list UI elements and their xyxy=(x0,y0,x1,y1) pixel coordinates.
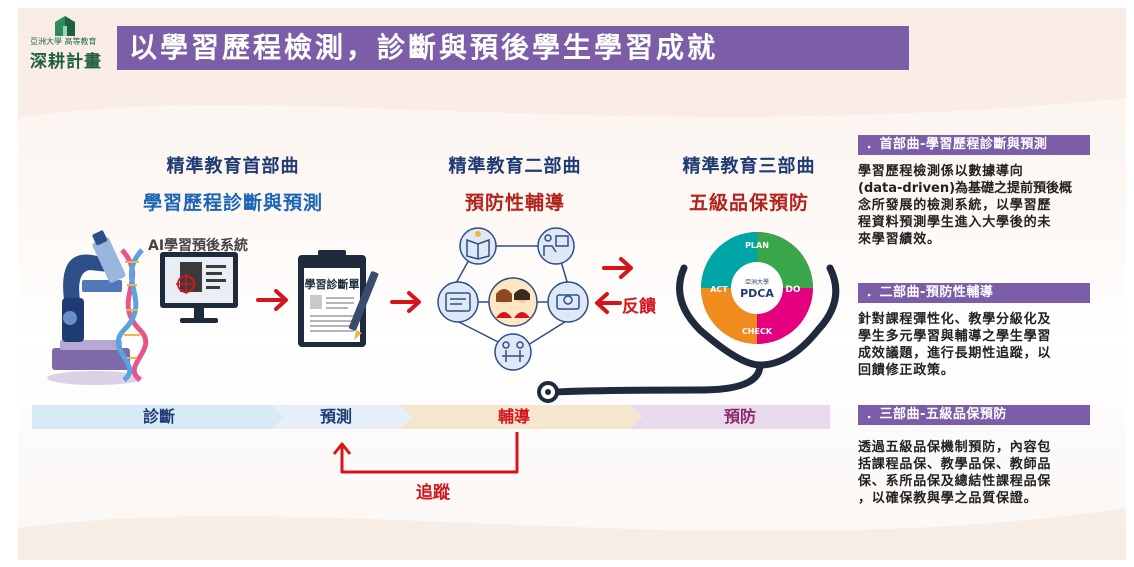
timeline-segment-prevent xyxy=(630,405,830,429)
sidebar-line: 透過五級品保機制預防，內容包 xyxy=(858,440,1052,455)
stage-three-subtitle: 五級品保預防 xyxy=(688,192,809,214)
pdca-do-label: DO xyxy=(785,285,800,295)
logo-big-text: 深耕計畫 xyxy=(30,52,102,72)
sidebar-heading-one: ．首部曲-學習歷程診斷與預測 xyxy=(858,135,1090,155)
stage-one-subtitle: 學習歷程診斷與預測 xyxy=(142,192,323,214)
sidebar-section-one: ．首部曲-學習歷程診斷與預測 學習歷程檢測係以數據導向 (data-driven… xyxy=(858,135,1090,248)
sidebar-line: 括課程品保、教學品保、教師品 xyxy=(858,457,1052,472)
tracking-arrow-icon xyxy=(332,432,519,474)
sidebar-heading-two: ．二部曲-預防性輔導 xyxy=(858,283,1090,303)
pdca-wheel xyxy=(701,232,813,344)
stethoscope-icon xyxy=(551,264,840,396)
feedback-label: 反饋 xyxy=(622,297,656,317)
timeline-segment-predict xyxy=(272,405,412,429)
sidebar-section-three: ．三部曲-五級品保預防 透過五級品保機制預防，內容包 括課程品保、教學品保、教師… xyxy=(858,405,1090,507)
sidebar-line: 學生多元學習與輔導之學生學習 xyxy=(858,329,1052,344)
sidebar-line: (data-driven)為基礎之提前預後概 xyxy=(858,181,1073,196)
pdca-act-label: ACT xyxy=(710,285,728,294)
sidebar-line: 保、系所品保及總結性課程品保 xyxy=(858,474,1052,489)
dna-icon xyxy=(115,248,149,382)
sidebar-body-one: 學習歷程檢測係以數據導向 (data-driven)為基礎之提前預後概 念所發展… xyxy=(858,163,1090,248)
ai-system-label: AI學習預後系統 xyxy=(148,238,249,254)
microscope-icon xyxy=(47,230,143,385)
timeline-label-diagnose: 診斷 xyxy=(143,407,176,426)
timeline-segment-counsel xyxy=(400,405,642,429)
sidebar-line: 學習歷程檢測係以數據導向 xyxy=(858,164,1024,179)
stage-two-subtitle: 預防性輔導 xyxy=(464,192,565,214)
students-icon xyxy=(488,277,538,327)
stage-one-heading: 精準教育首部曲 學習歷程診斷與預測 xyxy=(128,152,338,215)
sidebar-section-two: ．二部曲-預防性輔導 針對課程彈性化、教學分級化及 學生多元學習與輔導之學生學習… xyxy=(858,283,1090,379)
sidebar-line: 針對課程彈性化、教學分級化及 xyxy=(858,312,1052,327)
pdca-check-label: CHECK xyxy=(742,327,773,336)
stage-two-title: 精準教育二部曲 xyxy=(448,156,582,177)
sidebar-heading-three: ．三部曲-五級品保預防 xyxy=(858,405,1090,425)
stage-three-heading: 精準教育三部曲 五級品保預防 xyxy=(654,152,844,215)
timeline-label-predict: 預測 xyxy=(320,407,353,426)
pdca-university-label: 亞洲大學 xyxy=(745,278,769,286)
building-logo-icon xyxy=(55,16,75,36)
arrow-icon xyxy=(390,291,421,313)
timeline-band: 診斷 預測 輔導 預防 xyxy=(0,405,1134,429)
pdca-plan-label: PLAN xyxy=(745,241,769,250)
feedback-arrow-icon xyxy=(595,292,622,314)
certificate-icon xyxy=(547,281,589,323)
sidebar-body-two: 針對課程彈性化、教學分級化及 學生多元學習與輔導之學生學習 成效議題，進行長期性… xyxy=(858,311,1090,379)
clipboard-icon: 學習診斷單 xyxy=(298,250,379,347)
timeline-label-prevent: 預防 xyxy=(724,407,757,426)
book-icon xyxy=(459,227,497,265)
sidebar-body-three: 透過五級品保機制預防，內容包 括課程品保、教學品保、教師品 保、系所品保及總結性… xyxy=(858,439,1090,507)
pdca-center-label: PDCA xyxy=(740,287,774,300)
sidebar-line: 回饋修正政策。 xyxy=(858,363,955,378)
logo: 亞洲大學 高等教育 深耕計畫 xyxy=(30,14,108,72)
sidebar-line: ，以確保教與學之品質保證。 xyxy=(858,491,1038,506)
sidebar-line: 成效議題，進行長期性追蹤，以 xyxy=(858,346,1052,361)
sidebar-line: 來學習績效。 xyxy=(858,232,941,247)
document-icon xyxy=(437,281,479,323)
tracking-label: 追蹤 xyxy=(416,483,450,503)
page-title: 以學習歷程檢測，診斷與預後學生學習成就 xyxy=(117,26,909,70)
monitor-icon xyxy=(160,252,238,323)
sidebar-line: 程資料預測學生進入大學後的未 xyxy=(858,215,1052,230)
stage-two-heading: 精準教育二部曲 預防性輔導 xyxy=(420,152,610,215)
clipboard-label: 學習診斷單 xyxy=(305,277,360,291)
sidebar-line: 念所發展的檢測系統，以學習歷 xyxy=(858,198,1052,213)
timeline-segment-diagnose xyxy=(32,405,284,429)
arrow-icon xyxy=(256,289,288,311)
stage-one-title: 精準教育首部曲 xyxy=(166,156,300,177)
logo-small-text: 亞洲大學 高等教育 xyxy=(30,37,97,46)
arrow-icon xyxy=(602,257,633,279)
lecture-icon xyxy=(537,227,575,265)
timeline-label-counsel: 輔導 xyxy=(498,407,531,426)
discussion-icon xyxy=(494,333,532,371)
stage-three-title: 精準教育三部曲 xyxy=(682,156,816,177)
